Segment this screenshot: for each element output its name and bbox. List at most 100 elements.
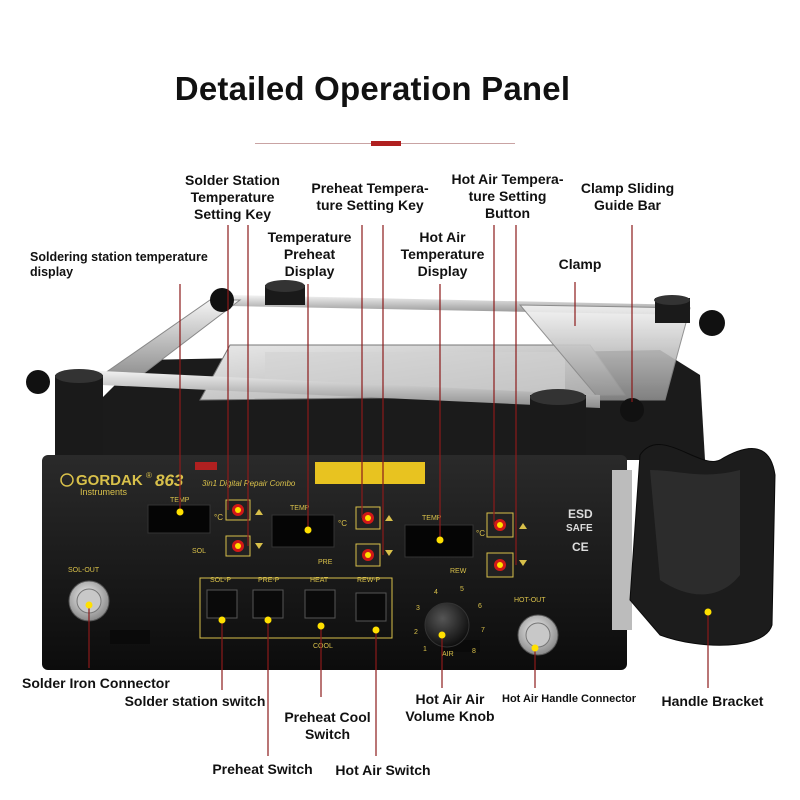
solder-down-arrow-icon bbox=[255, 543, 263, 549]
marker-soldering-display bbox=[176, 508, 184, 516]
preheat-up-arrow-icon bbox=[385, 515, 393, 521]
solder-caption: SOL bbox=[192, 548, 206, 555]
hot-air-temp-down-key[interactable] bbox=[486, 552, 514, 578]
solder-up-arrow-icon bbox=[255, 509, 263, 515]
label-solder-station-switch: Solder station switch bbox=[124, 693, 266, 709]
marker-solder-up bbox=[235, 507, 241, 513]
air-knob-group: 1 2 3 4 5 6 7 8 AIR bbox=[414, 586, 485, 658]
knob-number-4: 4 bbox=[434, 589, 438, 596]
callout-lines bbox=[88, 225, 709, 756]
label-preheat-temp-key: Preheat Tempera-ture Setting Key bbox=[311, 180, 429, 213]
red-indicator bbox=[195, 462, 217, 470]
preheat-temp-caption: TEMP bbox=[290, 505, 310, 512]
sol-out-group: SOL-OUT bbox=[68, 567, 110, 622]
marker-solder-switch bbox=[218, 616, 226, 624]
label-preheat-switch: Preheat Switch bbox=[212, 761, 313, 777]
title-divider-accent bbox=[371, 141, 401, 146]
label-hot-air-handle-connector: Hot Air Handle Connector bbox=[502, 693, 637, 705]
clamp-bar-right bbox=[518, 304, 691, 401]
air-label: AIR bbox=[442, 651, 454, 658]
hot-air-handle-connector-inner bbox=[525, 622, 551, 648]
solder-temp-display bbox=[147, 504, 211, 534]
sol-out-label: SOL-OUT bbox=[68, 567, 100, 574]
marker-hot-air-down bbox=[497, 562, 503, 568]
ce-mark: CE bbox=[572, 540, 589, 554]
marker-handle-bracket bbox=[704, 608, 712, 616]
handle-bracket-inner bbox=[650, 470, 740, 595]
marker-solder-connector bbox=[85, 601, 93, 609]
post-front-left-top bbox=[55, 369, 103, 383]
knob-number-2: 2 bbox=[414, 629, 418, 636]
esd-label: ESD bbox=[568, 507, 593, 521]
marker-hot-air-display bbox=[436, 536, 444, 544]
safe-label: SAFE bbox=[566, 523, 593, 534]
marker-preheat-switch bbox=[264, 616, 272, 624]
callout-markers bbox=[85, 507, 712, 652]
hot-air-temp-caption: TEMP bbox=[422, 515, 442, 522]
hot-air-switch[interactable] bbox=[355, 592, 387, 622]
label-hot-air-temp-button: Hot Air Tempera-ture Setting Button bbox=[451, 171, 564, 221]
label-soldering-temp-display: Soldering station temperature display bbox=[30, 250, 208, 279]
knob-number-8: 8 bbox=[472, 648, 476, 655]
marker-preheat-down bbox=[365, 552, 371, 558]
cool-label: COOL bbox=[313, 643, 333, 650]
preheat-cool-switch[interactable] bbox=[304, 589, 336, 619]
model-description: 3in1 Digital Repair Combo bbox=[202, 479, 296, 488]
post-front-right bbox=[530, 395, 586, 465]
post-back-left-top bbox=[265, 280, 305, 292]
label-clamp: Clamp bbox=[558, 256, 602, 272]
brand-logo-icon bbox=[60, 473, 74, 487]
brand-mark: ® bbox=[146, 471, 152, 480]
front-rail bbox=[80, 370, 600, 408]
label-temp-preheat-display: Temperature Preheat Display bbox=[267, 229, 352, 279]
marker-preheat-display bbox=[304, 526, 312, 534]
preheat-unit: °C bbox=[338, 519, 347, 528]
top-frame bbox=[26, 280, 725, 465]
solder-unit: °C bbox=[214, 513, 223, 522]
foot-left bbox=[110, 630, 150, 644]
label-hot-air-temp-display: Hot Air Temperature Display bbox=[400, 229, 485, 279]
switch-label-rew-p: REW-P bbox=[357, 577, 381, 584]
clamp-knob-front-right bbox=[620, 398, 644, 422]
marker-preheat-cool bbox=[317, 622, 325, 630]
hot-air-unit: °C bbox=[476, 529, 485, 538]
hot-air-caption: REW bbox=[450, 568, 467, 575]
label-hot-air-switch: Hot Air Switch bbox=[335, 762, 431, 778]
clamp-knob-right bbox=[699, 310, 725, 336]
preheat-switch[interactable] bbox=[252, 589, 284, 619]
side-panel bbox=[612, 470, 632, 630]
post-back-right-top bbox=[654, 295, 690, 305]
marker-hot-air-up bbox=[497, 522, 503, 528]
hot-air-down-arrow-icon bbox=[519, 560, 527, 566]
preheat-temp-display bbox=[271, 514, 335, 548]
marker-preheat-up bbox=[365, 515, 371, 521]
knob-number-6: 6 bbox=[478, 603, 482, 610]
switch-bank: SOL-P PRE-P HEAT REW-P COOL bbox=[199, 577, 393, 650]
post-front-right-top bbox=[530, 389, 586, 405]
page-title: Detailed Operation Panel bbox=[174, 70, 571, 107]
solder-station-switch[interactable] bbox=[206, 589, 238, 619]
hot-out-label: HOT-OUT bbox=[514, 597, 546, 604]
switch-label-sol-p: SOL-P bbox=[210, 577, 231, 584]
knob-number-5: 5 bbox=[460, 586, 464, 593]
label-clamp-guide-bar: Clamp Sliding Guide Bar bbox=[580, 180, 675, 213]
hot-air-up-arrow-icon bbox=[519, 523, 527, 529]
label-solder-temp-key: Solder Station Temperature Setting Key bbox=[185, 172, 280, 222]
marker-solder-down bbox=[235, 543, 241, 549]
marker-air-knob bbox=[438, 631, 446, 639]
label-preheat-cool-switch: Preheat Cool Switch bbox=[284, 709, 371, 742]
knob-number-1: 1 bbox=[423, 646, 427, 653]
warning-sticker bbox=[315, 462, 425, 484]
solder-display-group: TEMP °C SOL bbox=[147, 497, 263, 557]
brand-name: GORDAK bbox=[76, 472, 143, 489]
brand-subtitle: Instruments bbox=[80, 487, 128, 497]
preheat-caption: PRE bbox=[318, 559, 333, 566]
knob-number-7: 7 bbox=[481, 627, 485, 634]
hot-air-volume-knob[interactable] bbox=[424, 602, 470, 648]
switch-label-heat: HEAT bbox=[310, 577, 329, 584]
knob-number-3: 3 bbox=[416, 605, 420, 612]
switch-bank-frame bbox=[199, 577, 393, 639]
switch-label-pre-p: PRE-P bbox=[258, 577, 280, 584]
label-hot-air-volume-knob: Hot Air Air Volume Knob bbox=[405, 691, 495, 724]
